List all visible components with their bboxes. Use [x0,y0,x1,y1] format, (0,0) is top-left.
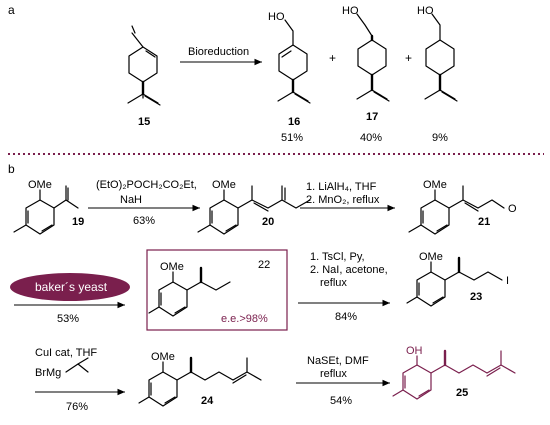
compound-16-structure [277,19,311,104]
bioreduction-label: Bioreduction [188,46,249,58]
step4-line1: 1. TsCl, Py, [310,251,365,263]
compound-17-structure [356,13,390,102]
compound-19-structure [13,185,79,235]
compound-21-ome: OMe [423,179,447,191]
compound-17-number: 17 [366,111,378,123]
plus-sign-1: + [329,51,336,65]
step6-yield: 54% [330,395,352,407]
compound-20-number: 20 [262,216,274,228]
compound-22-ome: OMe [160,261,184,273]
compound-24-number: 24 [201,395,214,407]
compound-21-aldehyde-o: O [508,203,517,215]
step1-reagent-line1: (EtO)₂POCH₂CO₂Et, [96,179,197,191]
compound-cis-structure [424,13,458,102]
step1-yield: 63% [133,215,155,227]
step4-line2: 2. NaI, acetone, [310,264,388,276]
step3-yield: 53% [57,313,79,325]
compound-23-iodide: I [506,275,509,287]
compound-20-structure [197,185,311,235]
compound-16-yield: 51% [281,132,303,144]
compound-22-ee: e.e.>98% [221,313,268,325]
compound-25-hydroxyl: OH [406,345,423,357]
compound-16-number: 16 [288,116,300,128]
compound-15-number: 15 [138,116,150,128]
panel-b-label: b [8,162,15,176]
compound-19-ome: OMe [28,179,52,191]
step2-line2: 2. MnO₂, reflux [306,194,380,206]
step5-yield: 76% [66,401,88,413]
step4-line3: reflux [320,277,347,289]
step1-reagent-line2: NaH [120,194,142,206]
step5-isobutenyl [65,363,89,373]
compound-25-structure [392,349,516,400]
plus-sign-2: + [405,51,412,65]
compound-22-box [146,249,288,331]
bakers-yeast-badge [10,273,130,301]
compound-16-hydroxyl: HO [268,11,285,23]
compound-17-hydroxyl: HO [342,5,359,17]
compound-17-yield: 40% [360,132,382,144]
compound-21-number: 21 [478,216,490,228]
compound-25-number: 25 [456,387,468,399]
step4-yield: 84% [335,311,357,323]
compound-22-structure [148,266,231,317]
compound-cis-hydroxyl: HO [417,5,434,17]
compound-15-structure [127,25,161,106]
compound-19-number: 19 [72,216,84,228]
compound-23-ome: OMe [419,251,443,263]
compound-22-number: 22 [258,259,270,271]
panel-a-label: a [8,3,15,17]
bakers-yeast-label: baker´s yeast [35,280,108,294]
step6-line1: NaSEt, DMF [307,355,369,367]
compound-24-ome: OMe [151,351,175,363]
compound-20-ome: OMe [212,179,236,191]
compound-23-structure [406,256,503,307]
step5-line2: BrMg [35,367,61,379]
step5-line1: CuI cat, THF [35,347,97,359]
compound-23-number: 23 [470,291,482,303]
compound-21-structure [408,185,505,235]
step6-line2: reflux [320,368,347,380]
step2-line1: 1. LiAlH₄, THF [306,181,377,193]
compound-cis-yield: 9% [432,132,448,144]
compound-24-structure [138,356,262,407]
